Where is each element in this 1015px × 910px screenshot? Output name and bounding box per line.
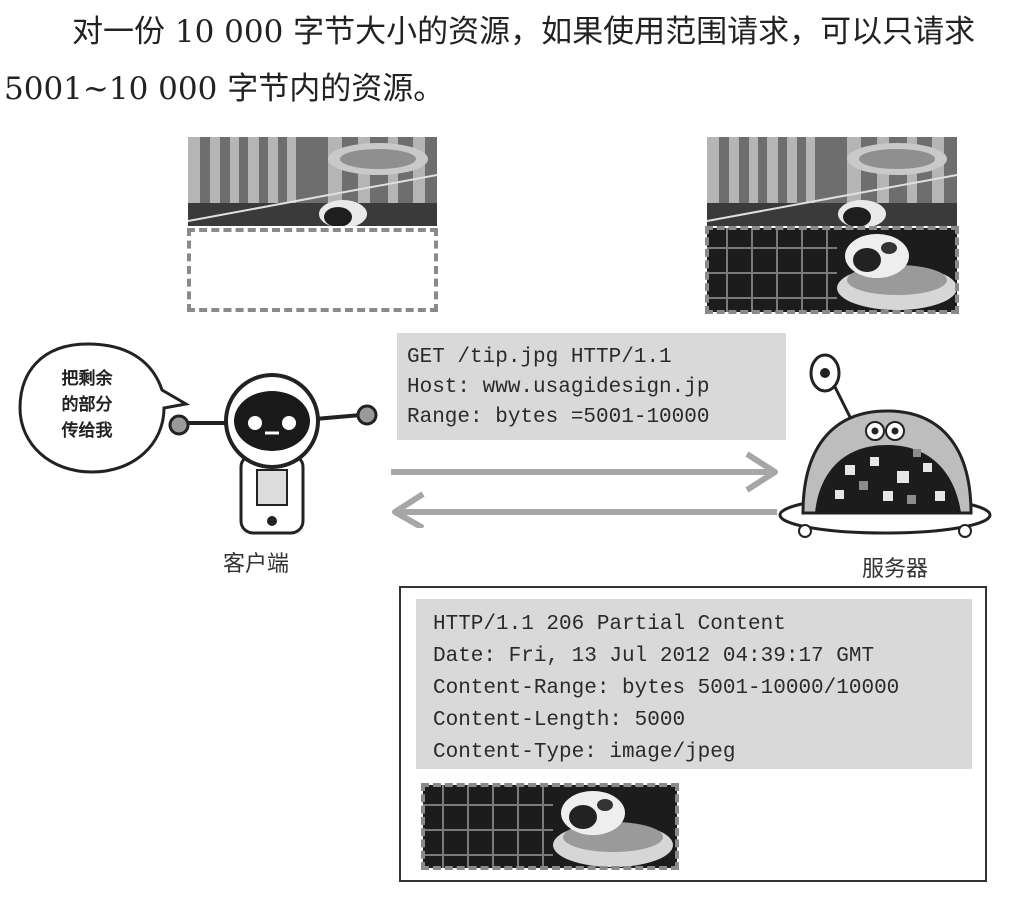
request-line: Range: bytes =5001-10000 [407,406,710,429]
intro-line-1: 对一份 10 000 字节大小的资源，如果使用范围请求，可以只请求 [72,14,976,50]
server-image-bottom-half [707,228,957,312]
client-missing-part [187,228,438,312]
speech-line-2: 的部分 [61,395,113,415]
response-partial-image [423,785,677,868]
response-line: Content-Length: 5000 [433,709,686,732]
response-line: Content-Type: image/jpeg [433,741,736,764]
request-line: GET /tip.jpg HTTP/1.1 [407,346,672,369]
request-response-arrows [391,451,778,528]
server-robot-icon [778,353,992,538]
server-requested-part [705,226,959,314]
client-robot-icon [168,373,378,535]
server-label: 服务器 [862,557,929,582]
client-image-top-half [188,137,437,226]
request-line: Host: www.usagidesign.jp [407,376,710,399]
intro-line-2: 5001~10 000 字节内的资源。 [4,71,445,107]
client-label: 客户端 [223,552,290,577]
response-line: Content-Range: bytes 5001-10000/10000 [433,677,900,700]
speech-bubble [18,342,190,474]
speech-line-3: 传给我 [61,421,113,441]
response-line: Date: Fri, 13 Jul 2012 04:39:17 GMT [433,645,875,668]
response-line: HTTP/1.1 206 Partial Content [433,613,786,636]
speech-line-1: 把剩余 [61,369,113,389]
server-image-top-half [707,137,957,226]
response-partial-image-border [421,783,679,870]
